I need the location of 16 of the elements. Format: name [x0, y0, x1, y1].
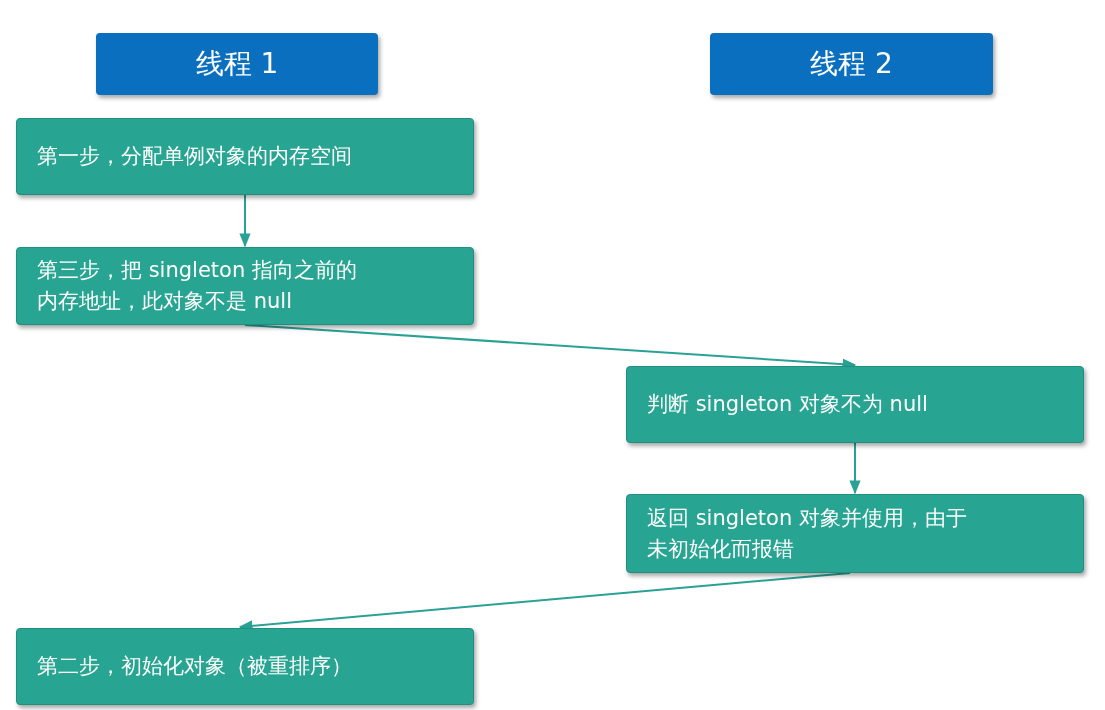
process-box [626, 366, 1084, 443]
node-text: 线程 2 [810, 46, 893, 82]
node-text: 判断 singleton 对象不为 null [647, 391, 928, 418]
node-text: 第三步，把 singleton 指向之前的内存地址，此对象不是 null [37, 257, 358, 315]
arrow [239, 194, 251, 248]
thread-header [710, 33, 993, 95]
process-box [16, 247, 474, 325]
process-box [16, 628, 474, 705]
process-box [16, 118, 474, 195]
node-text: 第一步，分配单例对象的内存空间 [37, 143, 352, 170]
node-text: 返回 singleton 对象并使用，由于未初始化而报错 [647, 504, 968, 563]
node-text: 第二步，初始化对象（被重排序） [37, 653, 352, 680]
thread-header [96, 33, 378, 95]
process-box [626, 494, 1084, 573]
node-text: 线程 1 [195, 46, 279, 82]
arrow [849, 442, 861, 495]
